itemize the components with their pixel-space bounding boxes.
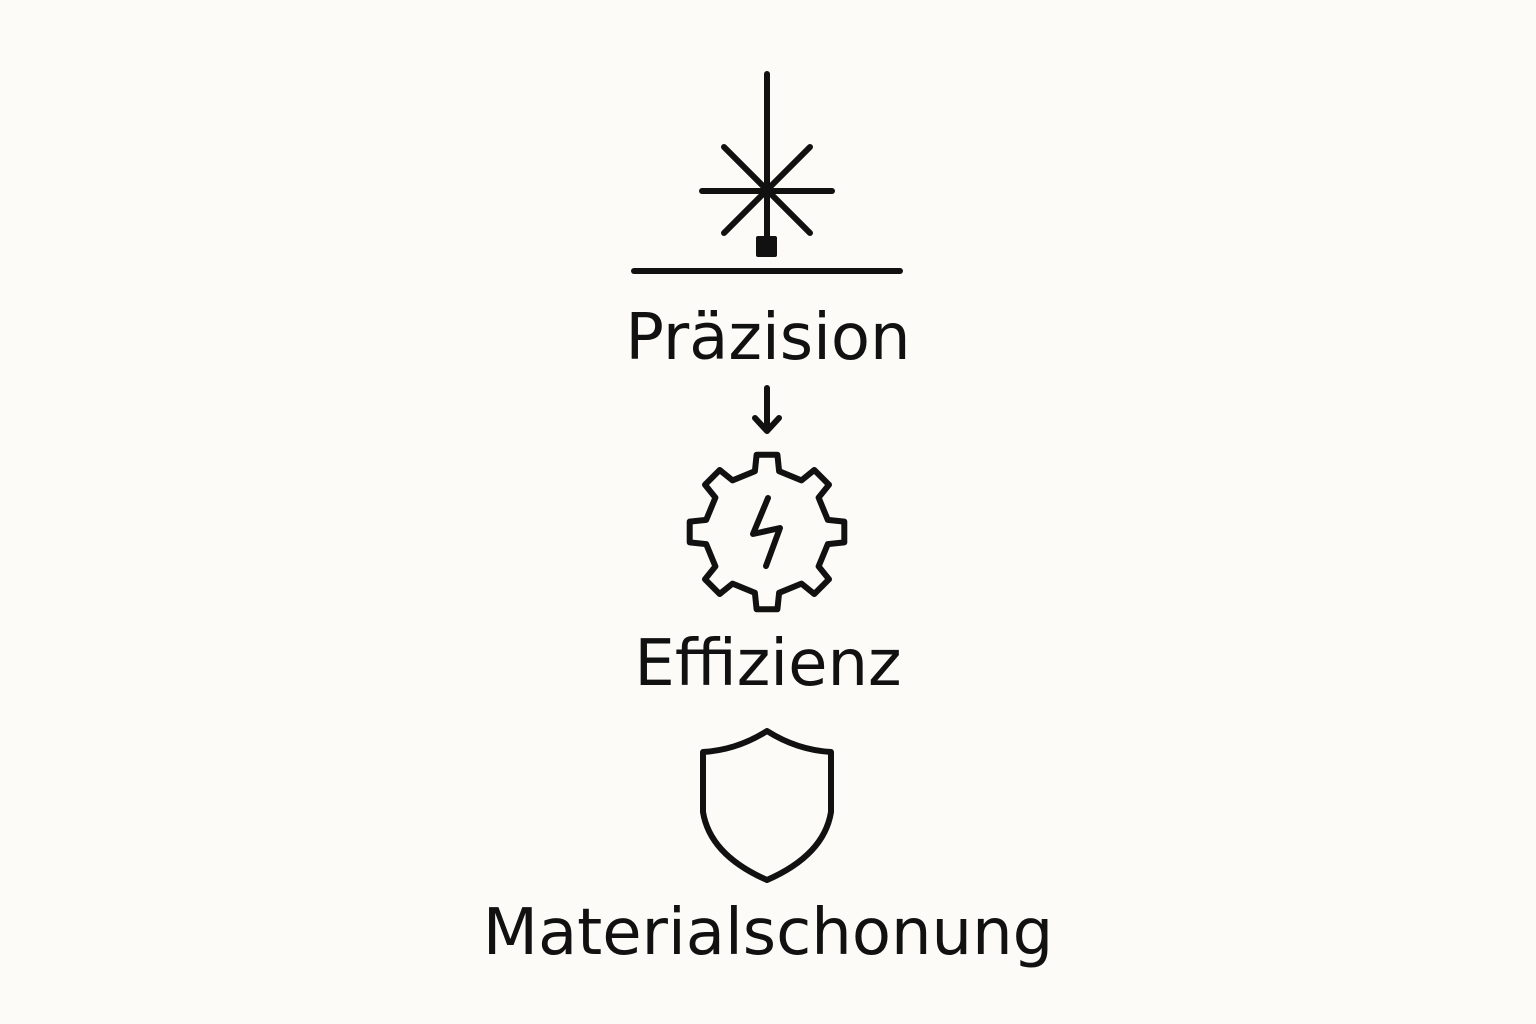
step-label-precision: Präzision <box>625 301 911 375</box>
shield-icon <box>700 728 834 883</box>
step-label-material-protection: Materialschonung <box>482 896 1054 970</box>
arrow-down-icon <box>752 385 782 434</box>
step-label-efficiency: Effizienz <box>634 627 902 701</box>
laser-icon <box>631 71 903 274</box>
gear-lightning-icon <box>686 451 848 613</box>
